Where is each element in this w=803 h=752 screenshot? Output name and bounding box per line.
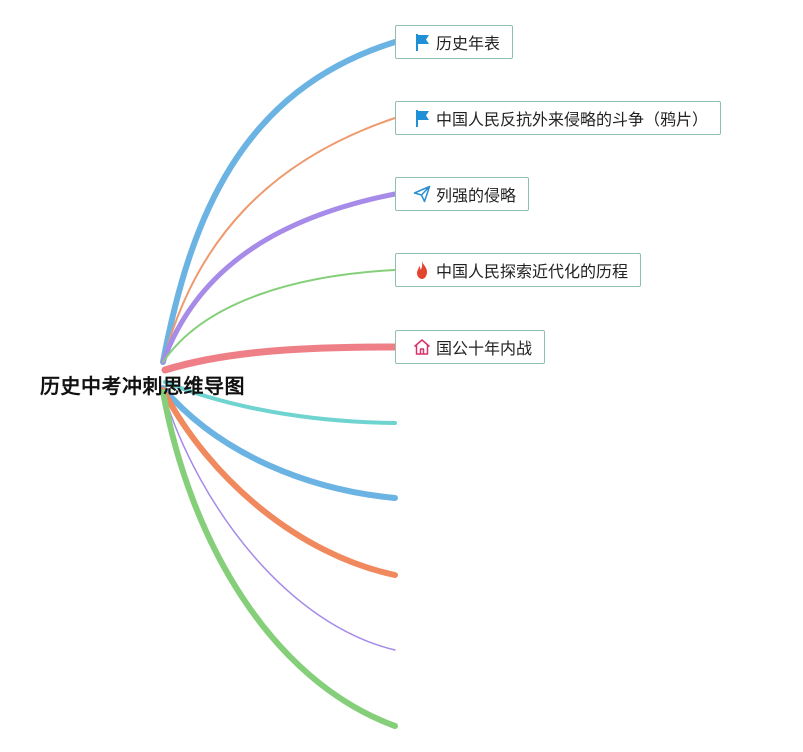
branch-line-2 xyxy=(162,117,396,363)
flag-icon xyxy=(412,108,432,128)
branch-line-9 xyxy=(162,391,396,651)
branch-line-10 xyxy=(160,389,398,729)
node-modernization[interactable]: 中国人民探索近代化的历程 xyxy=(395,253,642,287)
branch-line-8 xyxy=(160,387,398,578)
root-topic[interactable]: 历史中考冲刺思维导图 xyxy=(40,374,245,398)
node-label: 国公十年内战 xyxy=(436,339,533,358)
branch-line-5 xyxy=(161,343,399,374)
home-icon xyxy=(412,337,432,357)
paper-plane-icon xyxy=(412,184,432,204)
branch-line-6 xyxy=(163,380,397,425)
node-label: 历史年表 xyxy=(436,34,501,53)
branch-line-7 xyxy=(160,385,398,501)
branch-line-4 xyxy=(162,269,396,363)
node-resistance-opium[interactable]: 中国人民反抗外来侵略的斗争（鸦片） xyxy=(395,101,722,135)
flag-icon xyxy=(412,32,432,52)
node-label: 列强的侵略 xyxy=(436,186,517,205)
node-label: 中国人民反抗外来侵略的斗争（鸦片） xyxy=(436,110,709,129)
node-civil-war[interactable]: 国公十年内战 xyxy=(395,330,546,364)
fire-icon xyxy=(412,260,432,280)
branch-line-3 xyxy=(160,191,398,365)
node-label: 中国人民探索近代化的历程 xyxy=(436,262,629,281)
branch-line-1 xyxy=(160,39,398,365)
node-powers-invasion[interactable]: 列强的侵略 xyxy=(395,177,530,211)
node-history-timeline[interactable]: 历史年表 xyxy=(395,25,514,59)
